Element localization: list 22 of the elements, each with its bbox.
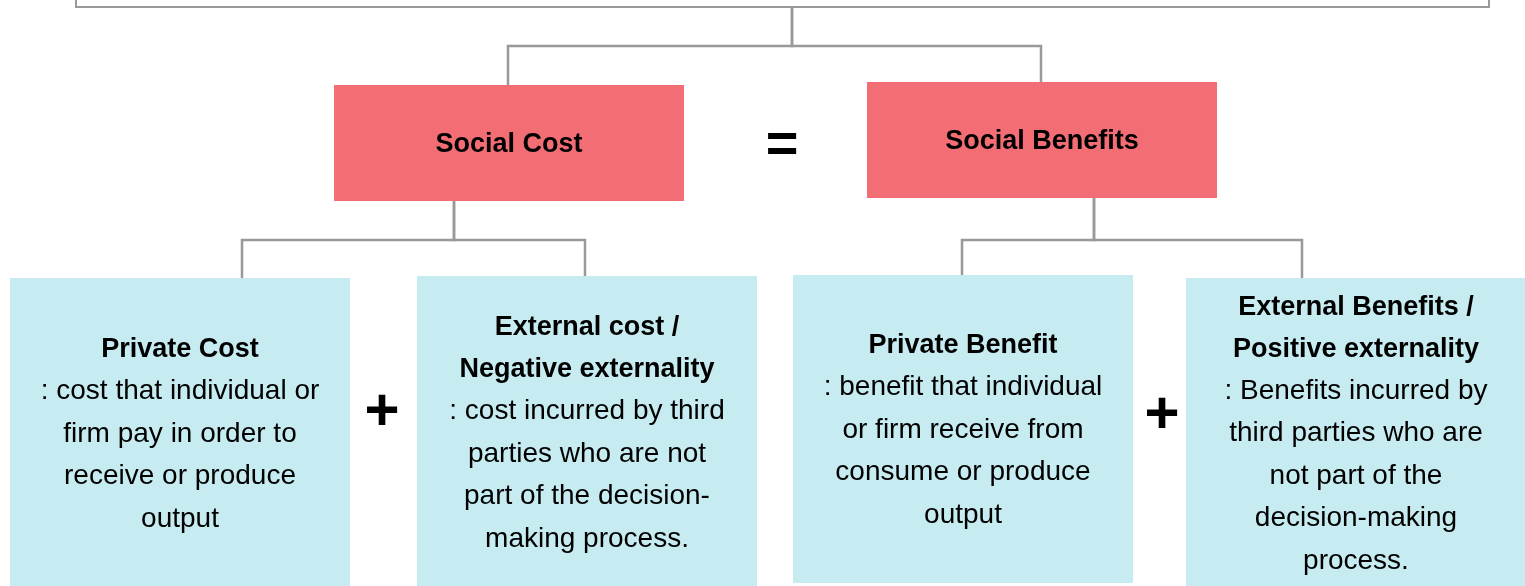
definition-text: : benefit that individual or firm receive from consume or produce output (822, 369, 1104, 531)
box-title: Private Benefit (868, 328, 1058, 361)
definition-box (1186, 278, 1525, 586)
definition-text: : cost that individual or firm pay in order to receive or produce output (39, 373, 321, 535)
definition-text: : Benefits incurred by third parties who are not part of the decision-making process. (1223, 372, 1489, 577)
math-symbol: = (765, 115, 799, 171)
definition-text: : cost incurred by third parties who are not part of the decision-making process. (448, 393, 726, 555)
box-title: Social Benefits (945, 124, 1139, 157)
box-title: Private Cost (101, 332, 259, 365)
box-title: External cost / Negative externality (458, 310, 716, 385)
heading-box (334, 85, 684, 201)
math-symbol: + (1144, 383, 1180, 443)
math-symbol: + (364, 380, 400, 440)
definition-box (417, 276, 757, 586)
box-title: External Benefits / Positive externality (1231, 289, 1481, 365)
definition-box (10, 278, 350, 586)
connector-line (1092, 198, 1304, 278)
definition-box (793, 275, 1133, 583)
connector-line (790, 8, 1043, 82)
connector-line (452, 201, 587, 276)
heading-box (867, 82, 1217, 198)
box-title: Social Cost (435, 127, 583, 160)
